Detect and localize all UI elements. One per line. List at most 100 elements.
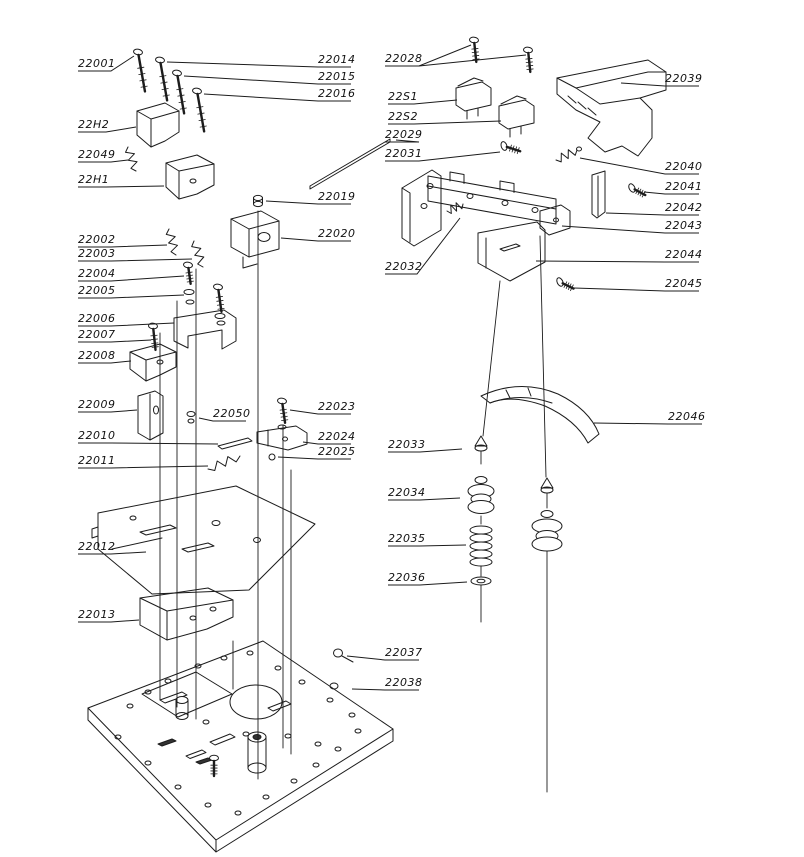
part-label-22028: 22028: [385, 52, 423, 65]
leader-line-22S2: [388, 120, 502, 125]
part-label-22015: 22015: [318, 70, 356, 83]
part-label-22019: 22019: [318, 190, 356, 203]
leader-line-22002: [78, 244, 168, 248]
part-label-22S2: 22S2: [388, 110, 418, 123]
leader-line-22025: [277, 456, 351, 460]
leader-line-22010: [78, 442, 219, 445]
leader-line-22024: [302, 441, 351, 445]
leader-line-22045: [573, 287, 699, 292]
part-label-22023: 22023: [318, 400, 356, 413]
bracket-22h1: [165, 154, 215, 200]
leader-line-22014: [166, 61, 351, 68]
leader-line-22003: [78, 258, 193, 262]
part-label-22014: 22014: [318, 53, 356, 66]
arm-22046: [480, 386, 600, 444]
leader-line-22009: [78, 409, 138, 413]
bracket-22013: [139, 587, 234, 641]
bracket-22043: [539, 204, 571, 236]
leader-line-22019: [265, 200, 351, 205]
plate-22044: [477, 221, 546, 282]
leader-line-22029: [385, 139, 420, 143]
leader-line-22043: [561, 225, 699, 234]
part-label-22004: 22004: [78, 267, 116, 280]
switch-22s1: [455, 77, 492, 120]
leader-line-22050: [198, 417, 246, 422]
leader-line-22042: [605, 212, 699, 216]
small-cylinder: [175, 696, 189, 720]
part-label-22H2: 22H2: [78, 118, 110, 131]
part-label-22033: 22033: [388, 438, 426, 451]
part-label-22029: 22029: [385, 128, 423, 141]
leader-line-22012: [78, 551, 147, 555]
leader-line-22001: [78, 55, 135, 72]
part-label-22003: 22003: [78, 247, 116, 260]
part-label-22041: 22041: [665, 180, 703, 193]
leader-line-22033: [388, 448, 463, 453]
part-label-22002: 22002: [78, 233, 116, 246]
leader-line-22040: [579, 157, 699, 175]
leader-line-22034: [388, 497, 461, 501]
part-label-22046: 22046: [668, 410, 706, 423]
cone-right: [540, 477, 554, 494]
part-label-22031: 22031: [385, 147, 423, 160]
base-plate: [87, 640, 394, 853]
part-label-22010: 22010: [78, 429, 116, 442]
leader-line-22046: [593, 422, 702, 425]
part-label-22039: 22039: [665, 72, 703, 85]
part-label-22050: 22050: [213, 407, 251, 420]
hook-22037: [333, 648, 354, 663]
leader-line-22S1: [388, 99, 458, 105]
leader-line-22004: [78, 275, 185, 282]
part-label-22013: 22013: [78, 608, 116, 621]
leader-line-22031: [385, 151, 501, 162]
capstan-cylinder: [247, 731, 267, 774]
leader-line-22007: [78, 339, 152, 343]
part-label-22006: 22006: [78, 312, 116, 325]
lever-22010: [217, 437, 253, 450]
part-label-22044: 22044: [665, 248, 703, 261]
part-label-22H1: 22H1: [78, 173, 110, 186]
leader-line-22041: [643, 191, 699, 195]
part-label-22008: 22008: [78, 349, 116, 362]
part-label-22049: 22049: [78, 148, 116, 161]
solenoid-22020: [230, 210, 280, 269]
part-label-22016: 22016: [318, 87, 356, 100]
bracket-22024: [256, 425, 308, 451]
bracket-22009: [137, 390, 164, 441]
part-label-22035: 22035: [388, 532, 426, 545]
leader-line-22020: [280, 237, 351, 242]
rod-22029: [309, 138, 391, 190]
part-label-22011: 22011: [78, 454, 116, 467]
bracket-22032: [401, 169, 442, 247]
bracket-22006: [173, 309, 237, 350]
leader-lines-layer: [78, 44, 702, 691]
part-label-22034: 22034: [388, 486, 426, 499]
part-label-22043: 22043: [665, 219, 703, 232]
bracket-22h2: [136, 102, 180, 148]
leader-line-22044: [535, 260, 699, 263]
part-label-22009: 22009: [78, 398, 116, 411]
switch-22s2: [498, 95, 535, 138]
leader-line-22036: [388, 581, 468, 586]
leader-line-22011: [78, 465, 209, 469]
leader-line-22H1: [78, 185, 165, 188]
leader-line-22H2: [78, 126, 137, 133]
leader-line-22016: [203, 93, 351, 102]
part-label-22040: 22040: [665, 160, 703, 173]
leader-line-22013: [78, 619, 140, 623]
leader-line-22032: [385, 217, 461, 275]
leader-line-22039: [620, 82, 699, 87]
plate-22012: [91, 485, 316, 595]
bracket-22008: [129, 343, 177, 382]
part-label-22020: 22020: [318, 227, 356, 240]
part-label-22005: 22005: [78, 284, 116, 297]
generated-parts: [125, 36, 647, 793]
cover-22039: [556, 59, 667, 157]
part-label-22024: 22024: [318, 430, 356, 443]
part-label-22012: 22012: [78, 540, 116, 553]
part-label-22S1: 22S1: [388, 90, 418, 103]
part-label-22036: 22036: [388, 571, 426, 584]
part-label-22045: 22045: [665, 277, 703, 290]
leader-line-22037: [346, 655, 419, 661]
leader-line-22028: [418, 54, 527, 67]
